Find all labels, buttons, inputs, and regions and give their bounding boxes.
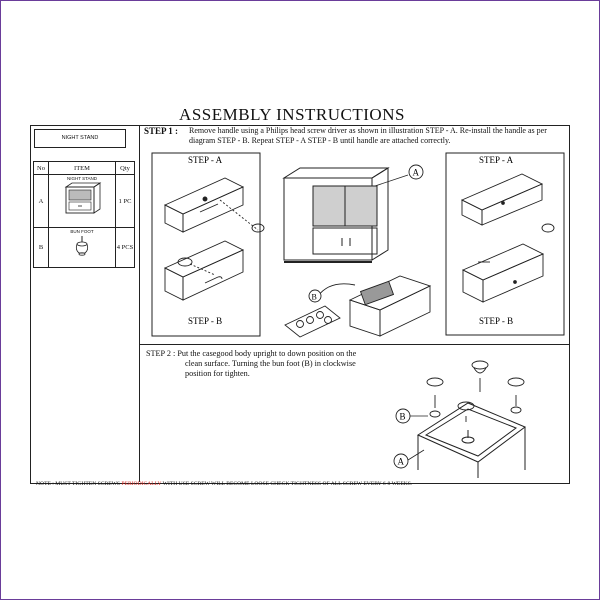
drawer-b-illustration <box>163 240 245 301</box>
callout-a-top <box>408 164 424 180</box>
right-step-a-label: STEP - A <box>479 155 514 165</box>
nightstand-thumbnail <box>64 182 102 214</box>
bun-feet-illustration <box>426 360 525 422</box>
callout-a-top-text: A <box>413 168 420 178</box>
left-step-a-label: STEP - A <box>188 155 223 165</box>
right-step-b-label: STEP - B <box>479 316 513 326</box>
row-a-item-label: NIGHT STAND <box>66 176 98 181</box>
left-step-b-label: STEP - B <box>188 316 222 326</box>
callout-a-step2 <box>393 453 409 469</box>
move-arrow <box>317 283 356 297</box>
product-label: NIGHT STAND <box>34 129 126 148</box>
note-highlight: PERIODICALLY <box>121 481 162 487</box>
foot-package-illustration <box>284 305 341 338</box>
step2-line2: clean surface. Turning the bun foot (B) … <box>185 359 356 368</box>
nightstand-illustration <box>282 167 390 263</box>
row-b-item: BUN FOOT <box>48 227 116 268</box>
parts-table-header: No ITEM Qty <box>33 161 135 175</box>
table-row: B BUN FOOT 4 PCS <box>33 227 135 268</box>
callout-a-step2-text: A <box>398 457 405 467</box>
footer-note: NOTE : MUST TIGHTEN SCREWS PERIODICALLY … <box>36 481 576 487</box>
parts-table: No ITEM Qty A NIGHT STAND 1 PC B BUN FOO… <box>33 161 135 268</box>
step1-label: STEP 1 : <box>144 126 179 136</box>
column-divider <box>139 125 140 482</box>
right-drawer-b-illustration <box>461 243 545 303</box>
drawer-a-illustration <box>163 177 265 233</box>
callout-b-step2 <box>395 408 411 424</box>
step2-line1: STEP 2 : Put the casegood body upright t… <box>146 349 357 358</box>
left-step-panel <box>151 152 261 337</box>
bun-foot-thumbnail <box>75 236 89 256</box>
row-b-qty: 4 PCS <box>115 227 135 268</box>
step-divider <box>139 344 569 345</box>
callout-b-mid <box>308 289 322 303</box>
step1-text: Remove handle using a Philips head screw… <box>189 126 547 145</box>
table-row: A NIGHT STAND 1 PC <box>33 174 135 228</box>
right-step-panel <box>445 152 565 336</box>
instruction-sheet <box>30 125 570 484</box>
row-b-item-label: BUN FOOT <box>70 229 94 234</box>
callout-b-mid-text: B <box>312 293 317 302</box>
page-title: ASSEMBLY INSTRUCTIONS <box>179 105 405 124</box>
step2-text: STEP 2 : Put the casegood body upright t… <box>146 349 406 379</box>
note-suffix: WITH USE SCREW WILL BECOME LOOSE CHECK T… <box>161 481 413 487</box>
header-qty: Qty <box>115 161 135 175</box>
step2-line3: position for tighten. <box>185 369 250 378</box>
right-drawer-a-illustration <box>460 173 555 233</box>
note-prefix: NOTE : MUST TIGHTEN SCREWS <box>36 481 122 487</box>
callout-a-leader <box>374 174 409 187</box>
row-a-qty: 1 PC <box>115 174 135 228</box>
upside-down-nightstand-illustration <box>416 402 527 478</box>
open-drawer-illustration <box>348 275 432 337</box>
row-a-item: NIGHT STAND <box>48 174 116 228</box>
callout-b-step2-text: B <box>400 412 406 422</box>
